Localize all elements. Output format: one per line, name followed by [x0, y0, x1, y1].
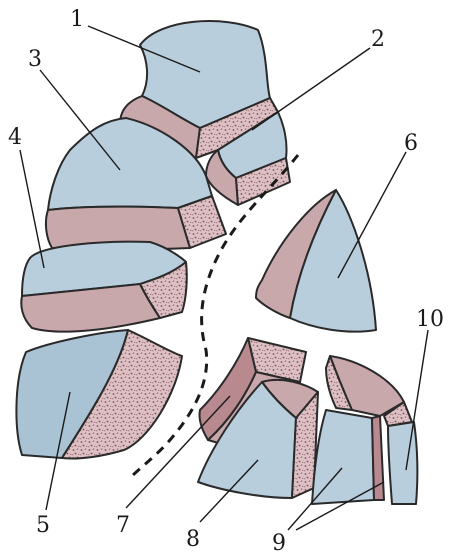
label-8: 8 — [186, 527, 200, 552]
label-1: 1 — [70, 7, 84, 32]
label-9: 9 — [272, 531, 286, 553]
piece-4 — [21, 242, 186, 332]
label-3: 3 — [28, 47, 42, 72]
label-6: 6 — [404, 131, 418, 156]
leader-2 — [252, 48, 370, 130]
piece-10 — [384, 402, 417, 504]
piece-5 — [16, 330, 182, 459]
label-4: 4 — [8, 125, 22, 150]
label-10: 10 — [416, 307, 444, 332]
piece-6 — [256, 190, 376, 332]
label-5: 5 — [36, 513, 50, 538]
label-7: 7 — [116, 513, 130, 538]
leader-4 — [20, 150, 44, 268]
label-2: 2 — [371, 27, 385, 52]
